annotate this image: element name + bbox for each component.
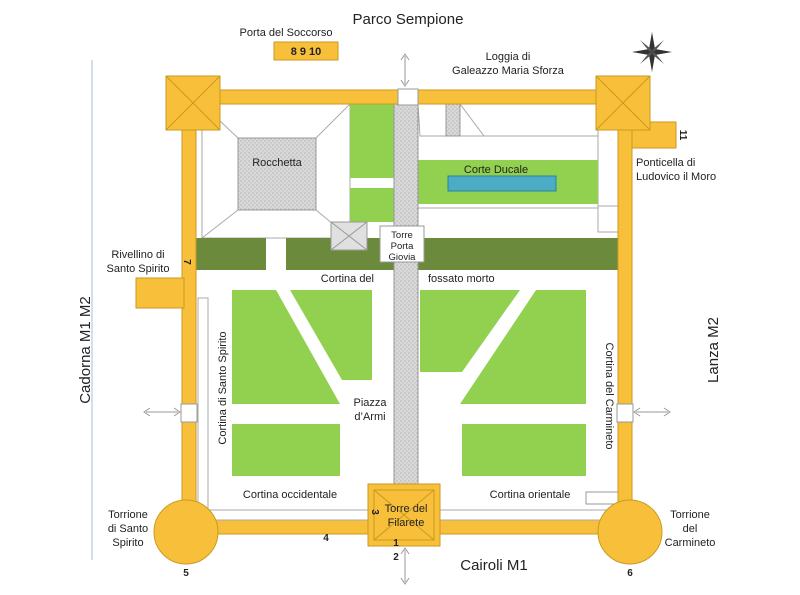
central-path	[393, 95, 419, 491]
label-west: Cadorna M1 M2	[77, 296, 94, 404]
label-cortina-fossato-right: fossato morto	[428, 273, 495, 285]
marker-5: 5	[183, 568, 189, 579]
label-cortina-orientale: Cortina orientale	[490, 489, 571, 501]
torre-porta-giovia	[379, 225, 425, 263]
compass-rose-icon	[632, 32, 672, 72]
lawn-armi-nw-b	[290, 290, 372, 380]
arrow-north	[400, 53, 410, 87]
porta-soccorso-box	[273, 41, 339, 61]
lawn-armi-sw	[232, 424, 340, 476]
label-east: Lanza M2	[705, 317, 722, 383]
label-torrione-carm-3: Carmineto	[665, 537, 716, 549]
label-torrione-ss-3: Spirito	[112, 537, 143, 549]
label-torre-porta-giovia-2: Porta	[391, 241, 414, 252]
label-torrione-carm-1: Torrione	[670, 509, 710, 521]
lawn-armi-nw	[232, 290, 340, 404]
label-piazza-armi-2: d’Armi	[354, 411, 385, 423]
label-torre-porta-giovia-3: Giovia	[389, 252, 417, 263]
lawn-armi-ne	[420, 290, 520, 372]
lawn-armi-se	[462, 424, 586, 476]
label-cortina-carmineto: Cortina del Carmineto	[603, 343, 615, 450]
marker-6: 6	[627, 568, 633, 579]
label-cortina-santo-spirito: Cortina di Santo Spirito	[217, 331, 229, 444]
label-rocchetta: Rocchetta	[252, 157, 302, 169]
gate-north	[397, 88, 419, 106]
label-porta-soccorso: Porta del Soccorso	[240, 27, 333, 39]
label-porta-soccorso-numbers: 8 9 10	[291, 46, 322, 58]
gate-west	[180, 403, 198, 423]
label-torre-porta-giovia-1: Torre	[391, 230, 413, 241]
label-ponticella-2: Ludovico il Moro	[636, 171, 716, 183]
loggia-building	[445, 103, 461, 137]
arrow-east	[633, 407, 671, 417]
torrione-carmineto	[597, 499, 663, 565]
label-rivellino-1: Rivellino di	[111, 249, 164, 261]
label-rivellino-2: Santo Spirito	[107, 263, 170, 275]
gate-east	[616, 403, 634, 423]
label-torrione-ss-1: Torrione	[108, 509, 148, 521]
marker-2: 2	[393, 552, 399, 563]
wall-east	[617, 95, 633, 517]
moat-east	[418, 238, 618, 270]
arrow-west	[143, 407, 181, 417]
label-torre-filarete-2: Filarete	[388, 517, 425, 529]
rivellino-santo-spirito	[135, 277, 185, 309]
label-loggia-1: Loggia di	[486, 51, 531, 63]
lawn-armi-ne-b	[460, 290, 586, 404]
lawn-north-2	[350, 188, 394, 222]
label-piazza-armi-1: Piazza	[353, 397, 387, 409]
rocchetta-building	[237, 137, 317, 211]
label-torre-filarete-1: Torre del	[385, 503, 428, 515]
label-torrione-ss-2: di Santo	[108, 523, 148, 535]
corte-ducale-pool	[447, 175, 557, 192]
label-ponticella-1: Ponticella di	[636, 157, 695, 169]
marker-11: 11	[677, 130, 688, 141]
marker-7: 7	[181, 259, 192, 265]
label-south: Cairoli M1	[460, 557, 528, 574]
lawn-north-1	[350, 104, 394, 178]
marker-3: 3	[369, 509, 380, 515]
label-loggia-2: Galeazzo Maria Sforza	[452, 65, 565, 77]
label-corte-ducale: Corte Ducale	[464, 164, 528, 176]
marker-4: 4	[323, 533, 329, 544]
ponticella	[631, 121, 677, 149]
label-cortina-occidentale: Cortina occidentale	[243, 489, 337, 501]
marker-1: 1	[393, 538, 399, 549]
cortina-santo-spirito-path	[197, 297, 209, 509]
label-north: Parco Sempione	[353, 11, 464, 28]
label-torrione-carm-2: del	[683, 523, 698, 535]
label-cortina-fossato-left: Cortina del	[321, 273, 374, 285]
arrow-south	[400, 547, 410, 585]
moat-west	[196, 238, 266, 270]
cortina-orientale-box	[585, 491, 619, 505]
torrione-santo-spirito	[153, 499, 219, 565]
